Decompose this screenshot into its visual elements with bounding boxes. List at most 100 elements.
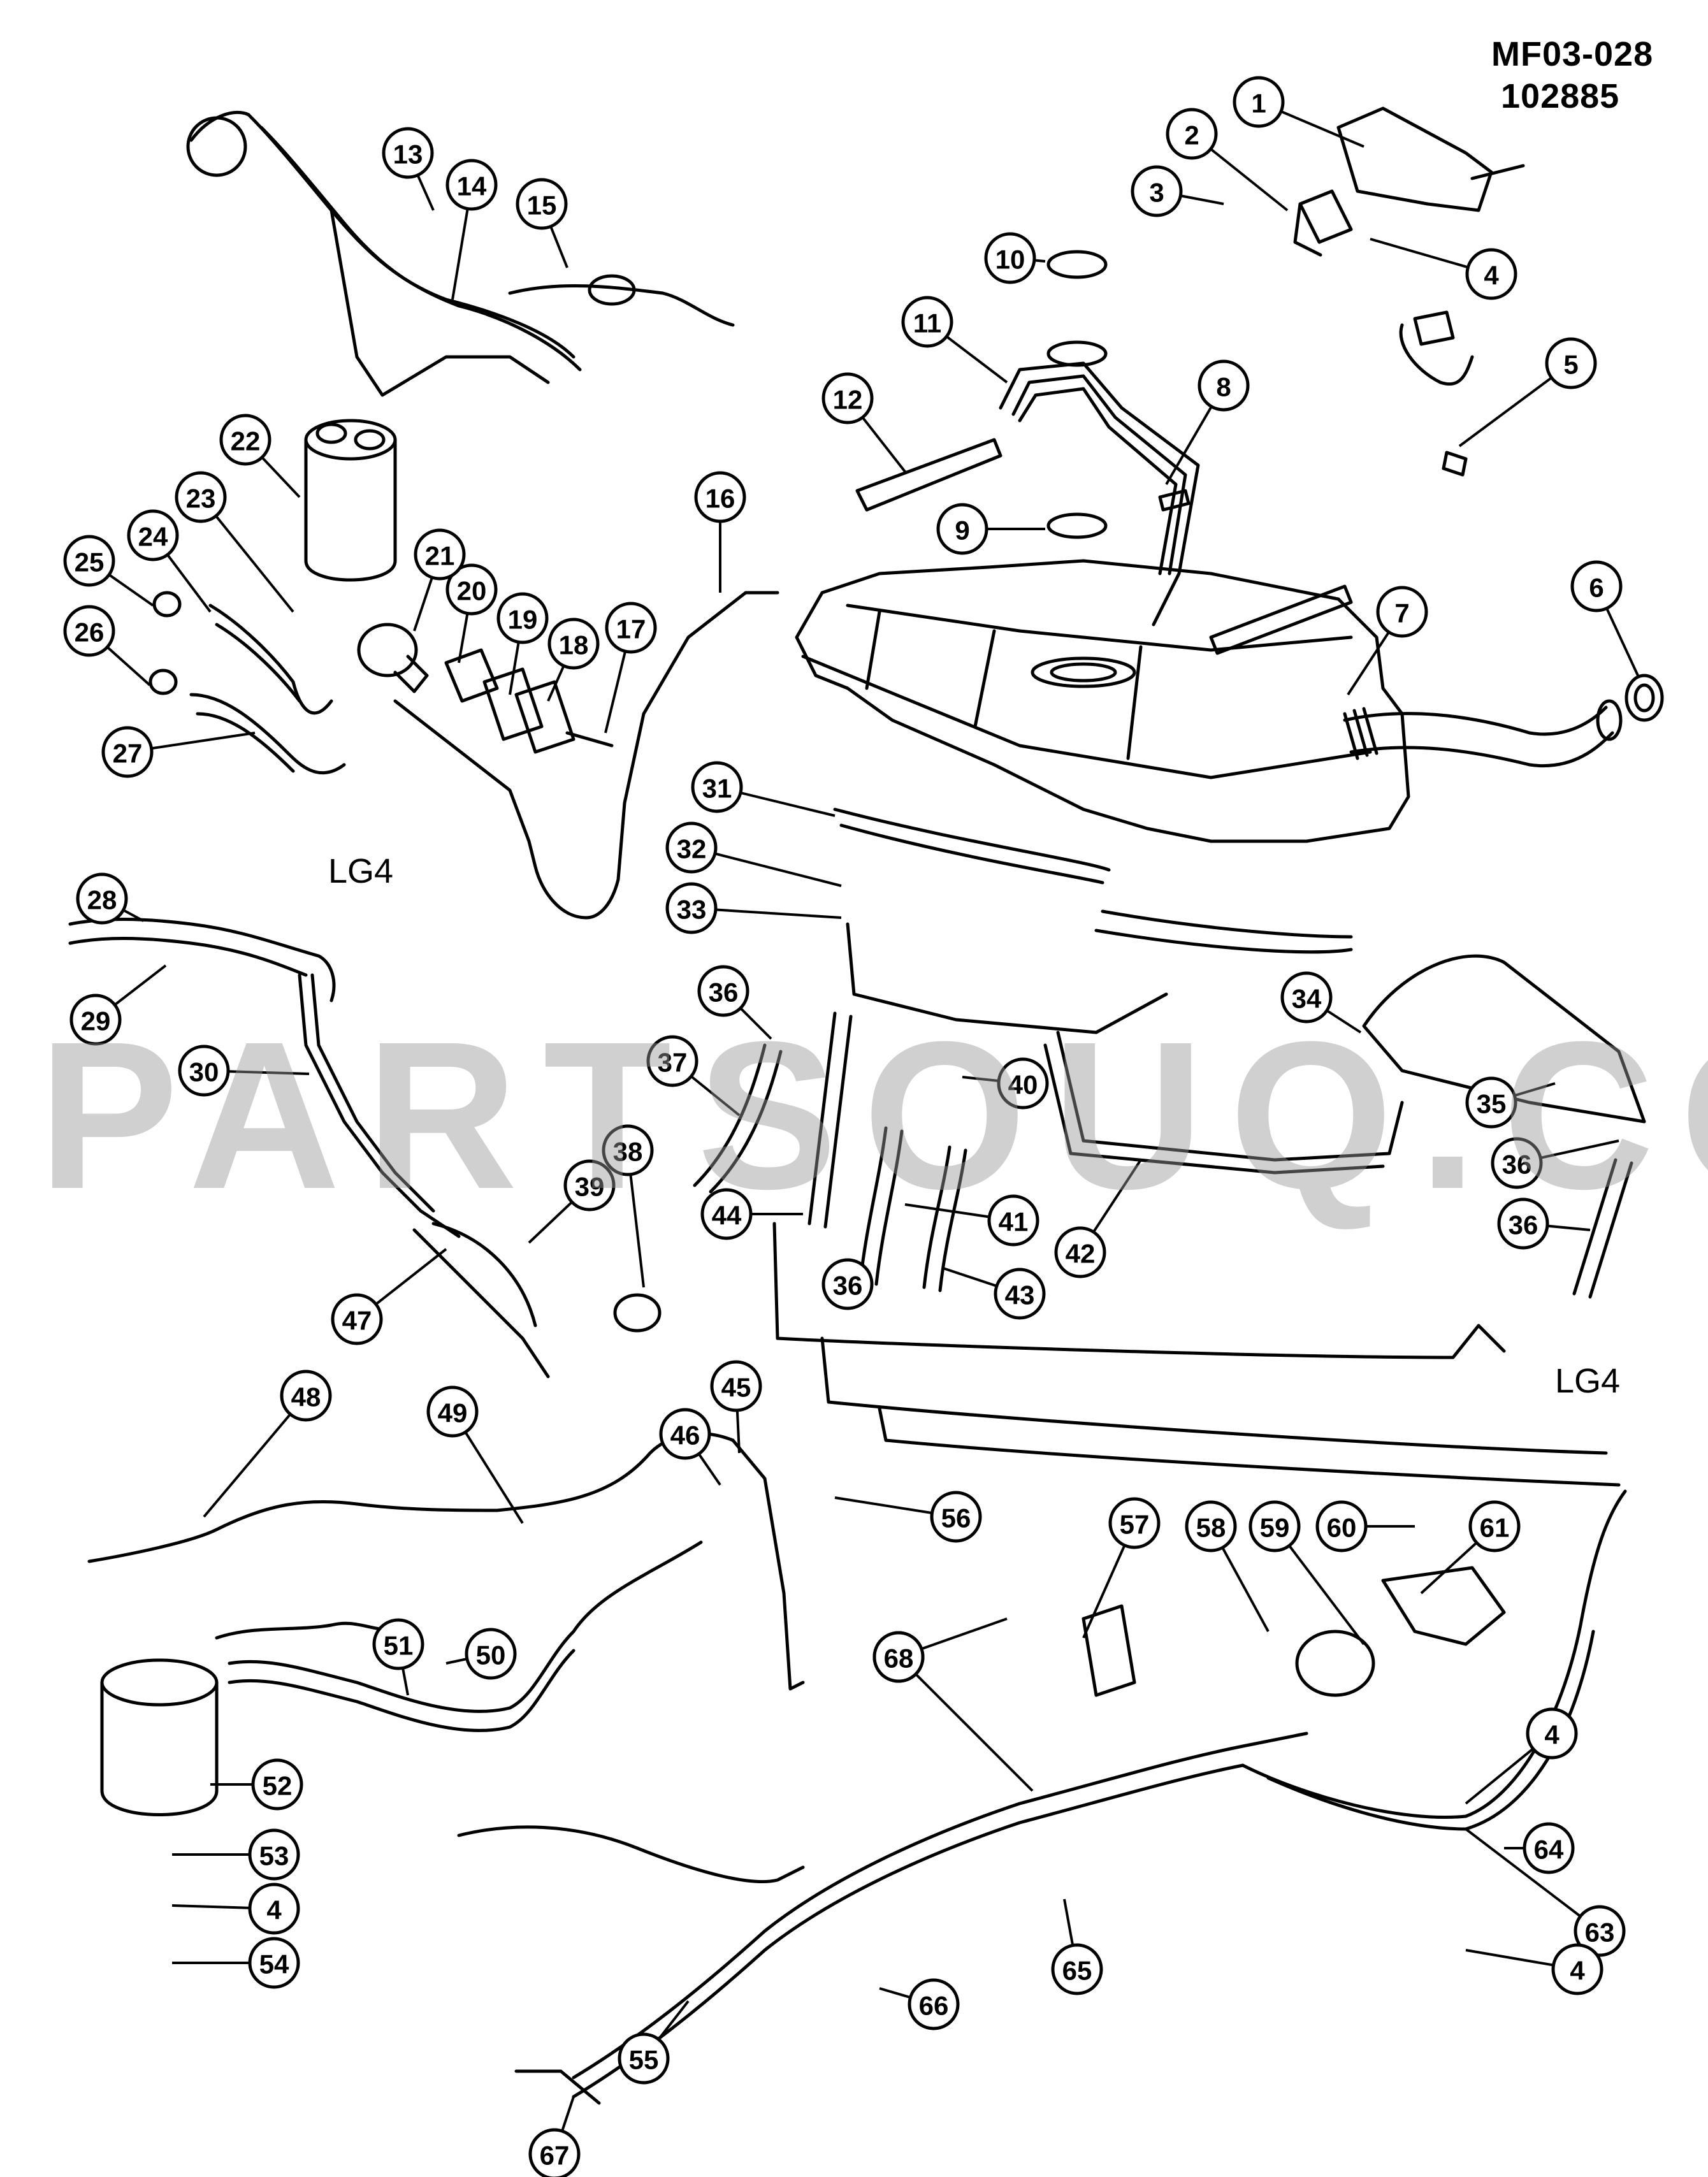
tank-pads [855, 438, 1353, 655]
connector [1399, 310, 1474, 477]
callout-circle [280, 1370, 332, 1422]
callout-4: 4 [1465, 248, 1517, 300]
callout-number: 25 [75, 547, 105, 577]
callout-circle [665, 882, 718, 934]
callout-number: 60 [1327, 1513, 1357, 1543]
callout-circle [63, 605, 115, 657]
callout-circle [710, 1360, 762, 1412]
vacuum-valve [357, 623, 614, 754]
callout-35: 35 [1465, 1076, 1517, 1129]
callout-47: 47 [331, 1293, 383, 1345]
callout-number: 21 [425, 541, 455, 571]
callout-4: 4 [1551, 1943, 1603, 1995]
callout-circle [372, 1618, 424, 1670]
callout-3: 3 [1131, 165, 1183, 217]
callout-circle [987, 1194, 1039, 1247]
callout-number: 50 [476, 1640, 506, 1670]
callout-circle [821, 372, 874, 424]
callout-circle [1108, 1497, 1161, 1549]
callout-circle [1551, 1943, 1603, 1995]
callout-circle [1491, 1137, 1543, 1189]
callout-17: 17 [605, 602, 657, 654]
callout-number: 37 [658, 1048, 688, 1078]
lg4-bracket [772, 1222, 1621, 1487]
callout-number: 61 [1480, 1513, 1510, 1543]
callout-10: 10 [984, 232, 1036, 284]
callout-56: 56 [930, 1491, 982, 1543]
callout-leader-48 [203, 1394, 307, 1518]
callout-circle [1497, 1197, 1549, 1250]
callout-66: 66 [908, 1978, 960, 2030]
callout-29: 29 [69, 994, 122, 1046]
callout-number: 18 [559, 630, 589, 660]
callout-37: 37 [646, 1035, 698, 1087]
callout-number: 24 [138, 522, 168, 552]
callout-circle [76, 872, 128, 925]
callout-53: 53 [248, 1828, 300, 1881]
callout-circle [1468, 1500, 1521, 1552]
callout-number: 53 [259, 1841, 289, 1871]
callout-59: 59 [1248, 1500, 1301, 1552]
callout-circle [563, 1159, 616, 1211]
callout-68: 68 [872, 1631, 925, 1683]
callout-40: 40 [997, 1057, 1049, 1110]
callout-8: 8 [1198, 359, 1250, 412]
callout-circle [646, 1035, 698, 1087]
callout-number: 35 [1477, 1089, 1507, 1119]
callout-number: 51 [384, 1631, 414, 1661]
callout-circle [1166, 108, 1218, 160]
callout-number: 8 [1216, 372, 1231, 402]
fuel-line-16 [393, 591, 779, 920]
callout-number: 48 [291, 1382, 321, 1412]
callout-circle [1198, 359, 1250, 412]
callout-circle [219, 414, 271, 466]
callout-number: 22 [231, 426, 261, 456]
callout-circle [248, 1883, 300, 1935]
callout-circle [697, 965, 749, 1017]
callout-51: 51 [372, 1618, 424, 1670]
callout-circle [414, 528, 466, 581]
callout-circle [445, 563, 498, 616]
callout-number: 39 [575, 1172, 605, 1202]
callout-circle [994, 1268, 1046, 1320]
callout-21: 21 [414, 528, 466, 581]
relay-bracket [1293, 106, 1525, 257]
callout-number: 45 [721, 1373, 751, 1403]
callout-44: 44 [700, 1188, 753, 1240]
callout-14: 14 [445, 159, 498, 211]
callout-number: 31 [702, 774, 732, 804]
callout-circle [496, 592, 549, 644]
callout-number: 32 [677, 834, 707, 864]
callout-number: 14 [457, 171, 487, 201]
callout-31: 31 [691, 761, 743, 813]
callout-6: 6 [1570, 560, 1623, 612]
callout-11: 11 [901, 296, 953, 348]
callout-7: 7 [1376, 586, 1428, 638]
callout-46: 46 [659, 1408, 711, 1460]
callout-27: 27 [101, 726, 154, 778]
callout-4: 4 [1526, 1707, 1578, 1760]
callout-number: 49 [438, 1398, 468, 1428]
charcoal-canister [304, 419, 397, 582]
callout-number: 1 [1251, 89, 1266, 119]
callout-number: 13 [393, 140, 423, 170]
callout-number: 4 [1484, 261, 1499, 291]
callout-number: 43 [1005, 1280, 1035, 1310]
callout-number: 55 [629, 2045, 659, 2075]
callout-circle [997, 1057, 1049, 1110]
callout-number: 36 [709, 978, 739, 1008]
callout-number: 12 [833, 385, 863, 415]
callout-circle [901, 296, 953, 348]
callout-63: 63 [1574, 1905, 1626, 1957]
callout-number: 36 [833, 1271, 863, 1301]
watermark: PARTSOUQ.COM [38, 997, 1708, 1233]
callout-number: 28 [87, 885, 117, 915]
callout-number: 2 [1184, 120, 1199, 150]
callout-24: 24 [127, 509, 179, 561]
callout-number: 36 [1502, 1150, 1532, 1180]
callout-61: 61 [1468, 1500, 1521, 1552]
callout-42: 42 [1054, 1226, 1106, 1278]
fuel-lines-bottom-left [87, 1432, 805, 1816]
callout-circle [1280, 971, 1333, 1023]
